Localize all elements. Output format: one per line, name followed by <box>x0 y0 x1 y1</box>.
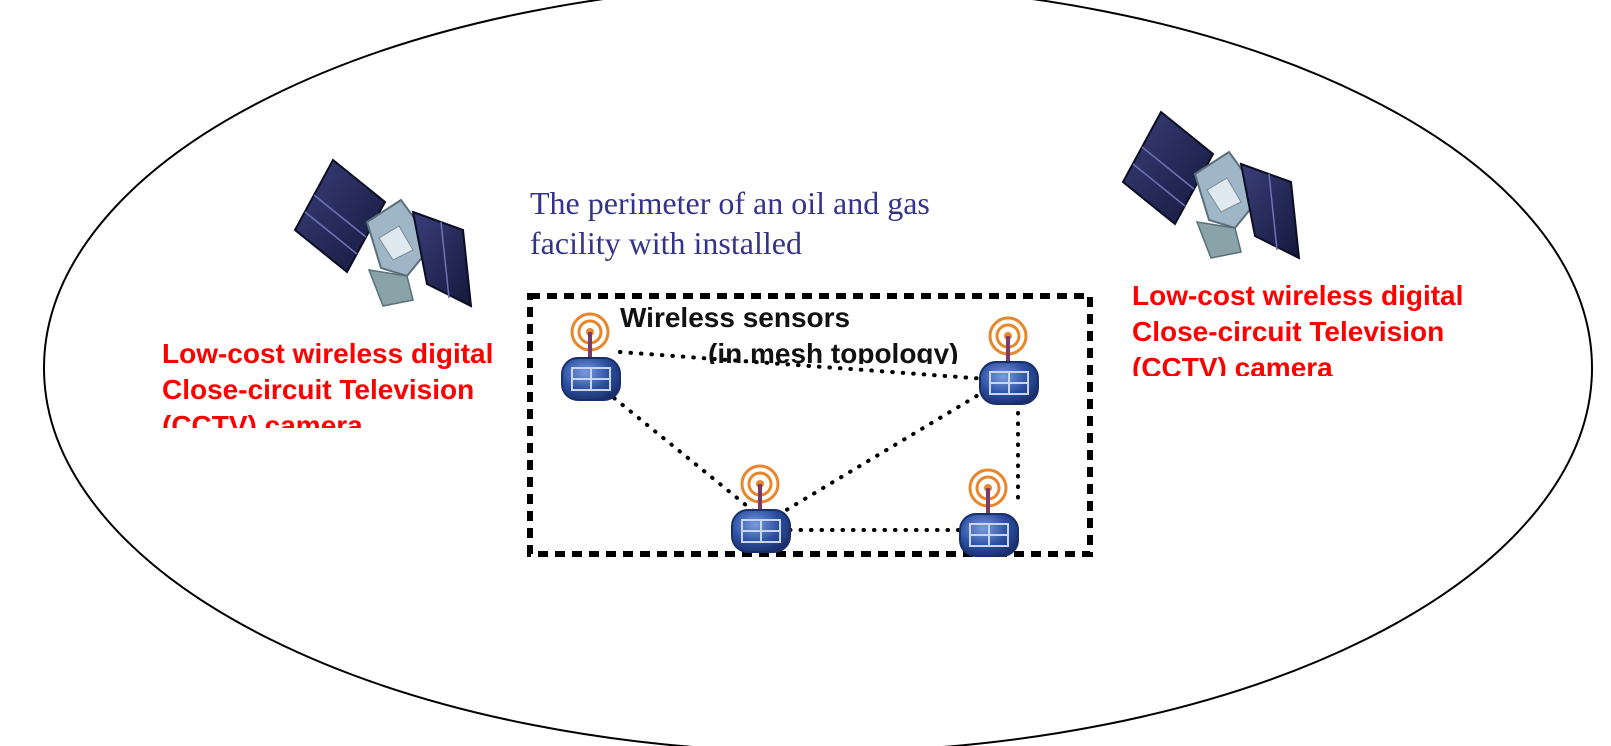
camera-label-right: Low-cost wireless digital Close-circuit … <box>1132 278 1532 376</box>
wireless-sensor-icon <box>958 468 1020 558</box>
satellite-camera-icon <box>1122 111 1300 259</box>
wireless-sensor-icon <box>730 464 792 554</box>
camera-label-line: Low-cost wireless digital <box>162 338 494 369</box>
mesh-link <box>776 380 1002 517</box>
sensors-title: Wireless sensors <box>620 302 851 333</box>
mesh-link <box>596 383 770 525</box>
mesh-link <box>618 350 1002 382</box>
camera-label-left: Low-cost wireless digital Close-circuit … <box>162 336 538 428</box>
sensors-subtitle: (in mesh topology) <box>708 338 959 364</box>
sensor-area-dashed-box <box>527 293 1093 557</box>
mesh-links <box>596 350 1020 532</box>
camera-label-line: (CCTV) camera <box>162 410 363 428</box>
wireless-sensor-icon <box>560 312 622 402</box>
perimeter-caption: The perimeter of an oil and gas facility… <box>530 185 930 261</box>
facility-perimeter-ellipse <box>43 0 1593 746</box>
camera-label-line: (CCTV) camera <box>1132 352 1333 376</box>
camera-label-line: Close-circuit Television <box>162 374 475 405</box>
camera-label-line: Close-circuit Television <box>1132 316 1445 347</box>
satellite-camera-icon <box>294 159 472 307</box>
camera-label-line: Low-cost wireless digital <box>1132 280 1464 311</box>
